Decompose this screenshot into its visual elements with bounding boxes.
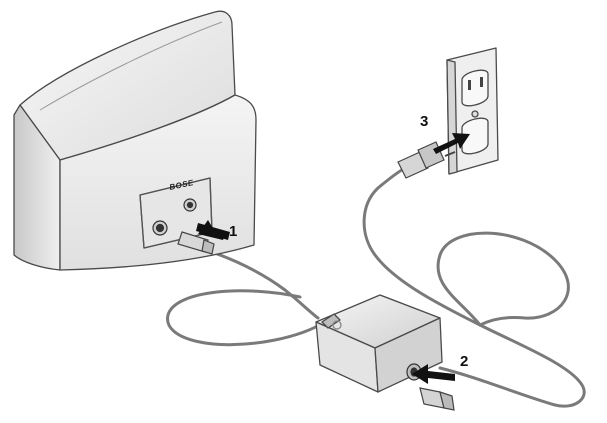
step-3-arrow-icon — [433, 133, 470, 154]
step-2-arrow-icon — [412, 364, 455, 384]
cable-speaker-to-adapter — [166, 250, 327, 347]
speaker-aux-jack[interactable] — [183, 198, 197, 212]
ac-cord-connector-icon — [419, 387, 455, 411]
cable-adapter-to-plug — [362, 166, 586, 408]
speaker-power-jack[interactable] — [152, 220, 168, 236]
step-1-label: 1 — [229, 223, 237, 240]
step-2-label: 2 — [460, 353, 468, 370]
step-3-label: 3 — [420, 113, 428, 130]
power-adapter-icon — [315, 294, 443, 393]
dc-plug-icon — [177, 231, 215, 255]
step-1-arrow-icon — [196, 220, 230, 240]
wall-outlet-icon — [446, 47, 499, 175]
